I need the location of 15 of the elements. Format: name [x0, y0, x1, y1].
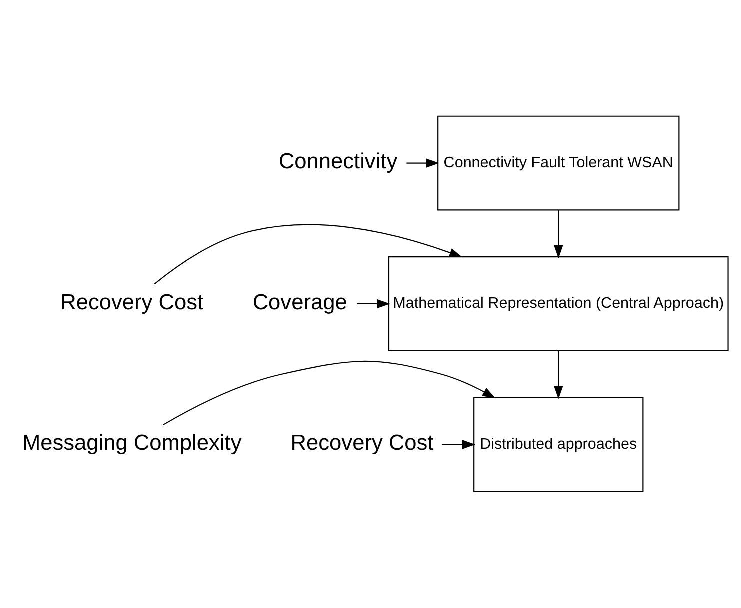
node-text: Messaging Complexity: [22, 430, 242, 456]
arrow: [442, 440, 476, 450]
node-box: Connectivity Fault Tolerant WSAN: [437, 116, 680, 211]
arrow: [554, 351, 563, 400]
arrow: [406, 158, 439, 168]
node-text: Recovery Cost: [60, 289, 204, 314]
node-text: Connectivity: [278, 148, 398, 174]
node-text: Recovery Cost: [290, 430, 434, 456]
node-text: Coverage: [252, 289, 347, 314]
node-box: Mathematical Representation (Central Approach): [388, 256, 728, 352]
arrow: [162, 361, 496, 426]
node-box: Distributed approaches: [473, 397, 644, 492]
arrow: [554, 210, 563, 259]
arrow: [154, 224, 462, 284]
arrow: [356, 299, 390, 309]
